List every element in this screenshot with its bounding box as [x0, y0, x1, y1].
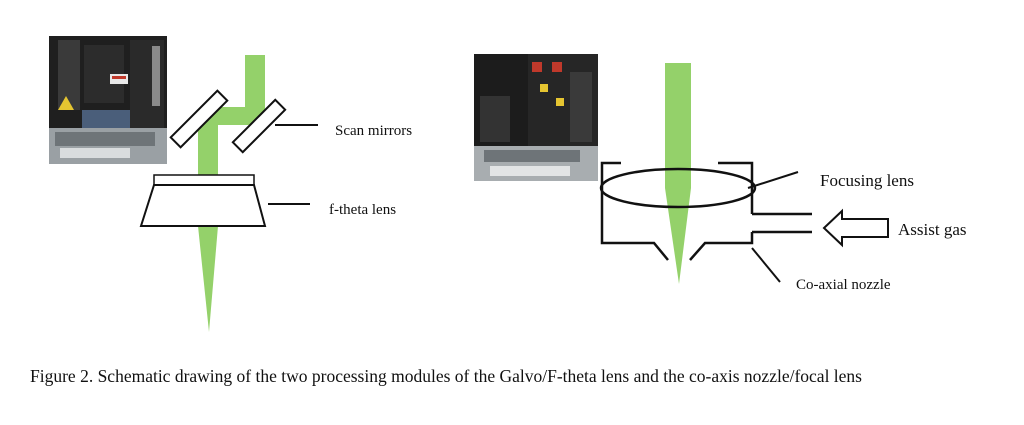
nozzle-housing — [600, 161, 669, 261]
focusing-lens — [599, 167, 757, 209]
focusing-lens-leader — [747, 171, 799, 189]
nozzle-housing-right-low — [689, 232, 754, 261]
scan-mirror-2 — [231, 98, 287, 154]
scan-mirror-1 — [169, 89, 229, 149]
f-theta-lens-top — [153, 174, 255, 186]
scan-mirrors-label: Scan mirrors — [335, 123, 412, 139]
focused-beam-galvo — [198, 226, 218, 332]
figure-caption: Figure 2. Schematic drawing of the two p… — [30, 366, 862, 386]
co-axial-nozzle-label: Co-axial nozzle — [796, 277, 891, 293]
laser-beam-nozzle — [665, 63, 691, 188]
assist-gas-label: Assist gas — [898, 220, 966, 239]
f-theta-lens-body — [139, 184, 267, 227]
nozzle-module: Focusing lens Assist gas Co-axial nozzle — [599, 63, 966, 293]
focused-beam-nozzle — [665, 188, 691, 284]
nozzle-housing-right — [718, 161, 754, 214]
nozzle-machine-photo — [474, 54, 598, 181]
nozzle-leader — [751, 247, 781, 283]
galvo-machine-photo — [49, 36, 167, 164]
f-theta-lens-label: f-theta lens — [329, 202, 396, 218]
assist-gas-arrow-icon — [822, 208, 889, 248]
focusing-lens-label: Focusing lens — [820, 171, 914, 190]
laser-beam-galvo — [198, 55, 265, 175]
galvo-module: Scan mirrors f-theta lens — [139, 55, 412, 332]
